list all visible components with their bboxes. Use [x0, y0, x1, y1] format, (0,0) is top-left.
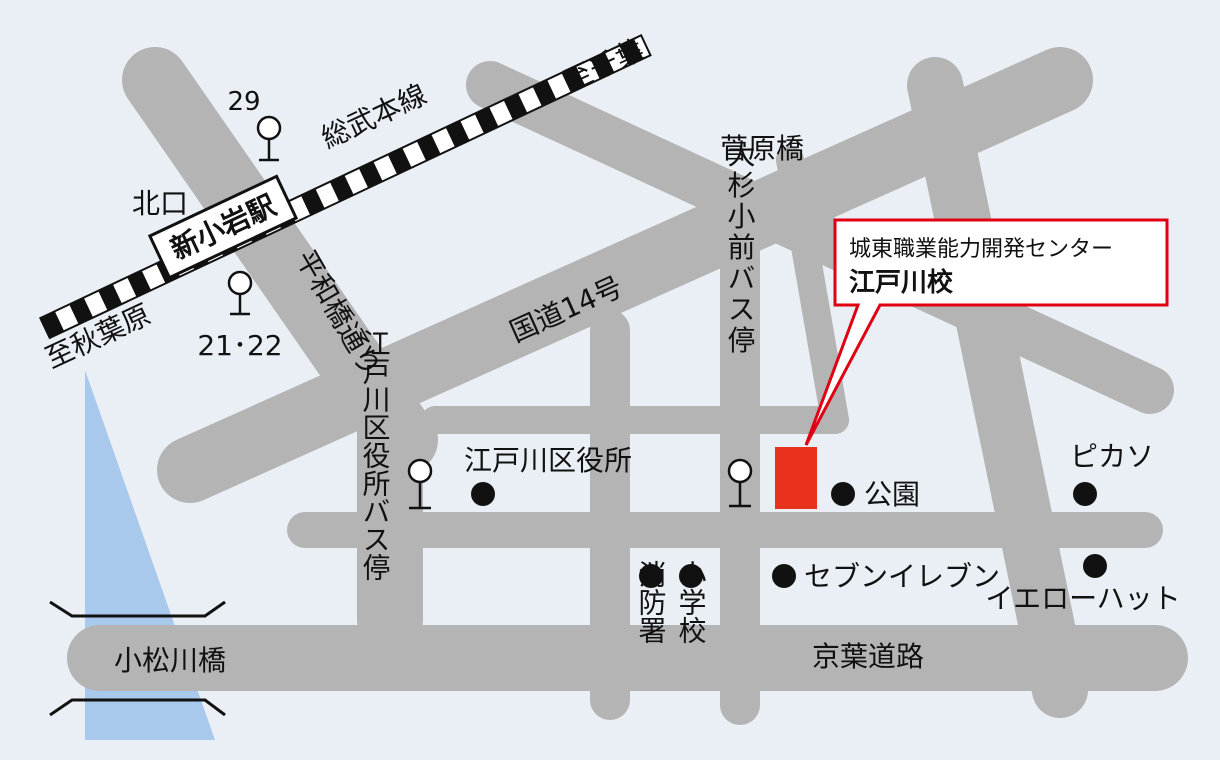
bus-stop-21-22: 21･22 [197, 270, 283, 362]
bus-stop-icon [407, 458, 433, 510]
callout-box [804, 218, 1169, 446]
landmark-dot [471, 482, 495, 506]
landmark-label-pikaso: ピカソ [1070, 440, 1154, 473]
landmark-label-shogakko: 小学校 [675, 560, 708, 644]
bridge-mark-top [49, 600, 226, 618]
bus-stop-29: 29 [227, 87, 282, 162]
bus-stop-kuyakusho: 江戸川区役所バス停 [359, 329, 433, 581]
landmark-label-koen: 公園 [864, 478, 920, 511]
station-box [147, 174, 299, 280]
road-label-komatsugawabashi: 小松川橋 [114, 644, 226, 677]
landmark-dot [639, 564, 663, 588]
road-sugawarabashi [466, 61, 1174, 414]
landmark-dot [772, 564, 796, 588]
landmark-label-seven-eleven: セブンイレブン [804, 560, 1000, 593]
road-diagonal-east [907, 57, 1088, 718]
landmark-kuyakusho: 江戸川区役所 [464, 444, 632, 506]
bridge-marks [49, 600, 226, 717]
bridge-mark-bottom [49, 698, 226, 717]
landmark-label-kuyakusho: 江戸川区役所 [464, 444, 632, 477]
bus-route-29: 29 [227, 87, 260, 117]
bus-stop-name-osugi: 大杉小前バス停 [724, 139, 757, 356]
bus-stop-name-kuyakusho-col1: 江戸川区役所バス停 [359, 329, 392, 581]
landmark-seven-eleven: セブンイレブン [772, 560, 1000, 593]
landmark-dot [1073, 482, 1097, 506]
north-exit-label: 北口 [132, 187, 188, 220]
callout-jotocenter: 城東職業能力開発センター 江戸川校 [804, 218, 1169, 446]
landmark-shogakko: 小学校 [675, 560, 708, 644]
road-label-sugawarabashi: 菅原橋 [720, 132, 804, 165]
landmark-label-shobosho: 消防署 [635, 560, 668, 644]
road-diagonal-center [776, 146, 849, 434]
landmark-pikaso: ピカソ [1070, 440, 1154, 506]
bus-stop-icon [227, 270, 253, 316]
callout-line1: 城東職業能力開発センター [849, 237, 1113, 262]
landmark-shobosho: 消防署 [635, 560, 668, 644]
road-kokudo14 [157, 47, 1093, 503]
bus-stop-name-kuyakusho: 江戸川区役所バス停 [359, 329, 392, 581]
landmark-label-yellow-hat: イエローハット [985, 582, 1180, 615]
bus-stop-icon [727, 458, 753, 508]
bus-stop-icon [256, 115, 282, 162]
landmark-yellow-hat: イエローハット [985, 554, 1181, 615]
target-building-marker [775, 447, 817, 509]
road-label-keiyo: 京葉道路 [812, 640, 924, 673]
landmark-koen: 公園 [831, 478, 920, 511]
bus-stop-osugi [727, 458, 753, 508]
callout-line2: 江戸川校 [849, 267, 954, 298]
landmark-dot [1083, 554, 1107, 578]
bus-route-21-22: 21･22 [197, 329, 282, 362]
landmark-dot [831, 482, 855, 506]
landmark-dot [679, 564, 703, 588]
